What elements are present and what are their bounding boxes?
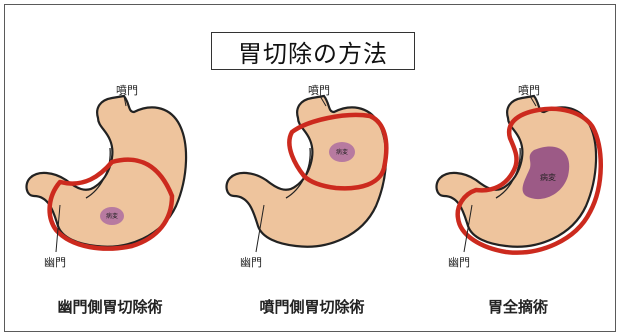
label-cardia: 噴門 <box>518 84 540 97</box>
caption-total-gastrectomy: 胃全摘術 <box>487 298 549 316</box>
leader-cardia <box>529 95 537 107</box>
tumor-small <box>329 142 355 162</box>
caption-distal-gastrectomy: 幽門側胃切除術 <box>57 298 163 316</box>
label-cardia: 噴門 <box>116 84 138 97</box>
tumor-small <box>100 207 124 225</box>
leader-cardia <box>123 95 127 107</box>
tumor-label: 病変 <box>540 172 556 182</box>
inner-curve-line <box>85 147 111 199</box>
label-pylorus: 幽門 <box>44 256 66 269</box>
leader-pylorus <box>55 204 61 253</box>
leader-cardia <box>319 95 327 107</box>
resection-line-proximal <box>287 112 389 191</box>
leader-pylorus <box>463 204 473 253</box>
panel-total-gastrectomy: 病変 噴門 幽門 <box>435 84 603 269</box>
tumor-label: 病変 <box>336 148 348 156</box>
tumor-large <box>522 146 570 200</box>
caption-proximal-gastrectomy: 噴門側胃切除術 <box>259 298 365 316</box>
panel-proximal-gastrectomy: 病変 噴門 幽門 <box>225 84 389 269</box>
resection-line-distal <box>47 157 175 251</box>
resection-line-total <box>455 106 603 255</box>
leader-pylorus <box>255 204 265 253</box>
page-title: 胃切除の方法 <box>238 39 388 68</box>
panel-distal-gastrectomy: 病変 噴門 幽門 <box>25 84 188 269</box>
label-pylorus: 幽門 <box>448 256 470 269</box>
label-cardia: 噴門 <box>308 84 330 97</box>
label-pylorus: 幽門 <box>240 256 262 269</box>
title-box: 胃切除の方法 <box>211 32 415 70</box>
tumor-label: 病変 <box>106 212 118 220</box>
inner-curve-line <box>495 147 521 199</box>
